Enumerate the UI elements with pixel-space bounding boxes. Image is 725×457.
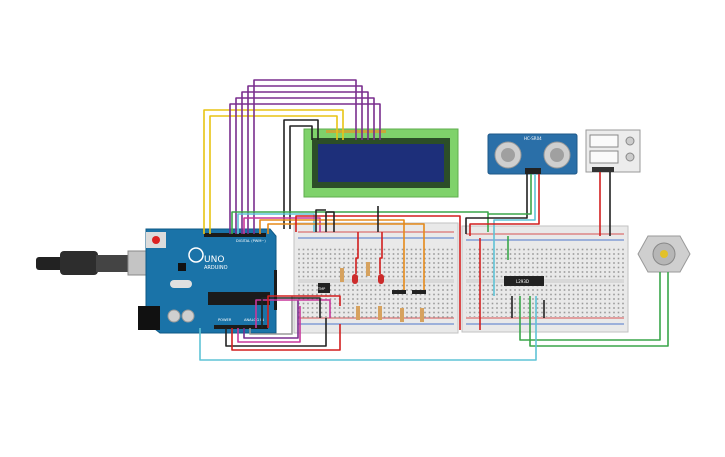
breadboard-left[interactable]	[293, 222, 459, 334]
resistor-4[interactable]	[378, 306, 382, 320]
arduino-uno-board[interactable]: ARDUINO UNO DIGITAL (PWM~) POWER ANALOG …	[138, 228, 277, 334]
dc-motor[interactable]	[637, 235, 691, 273]
breadboard-right[interactable]	[461, 225, 629, 333]
power-jack	[138, 306, 160, 330]
digital-label: DIGITAL (PWM~)	[236, 239, 266, 243]
resistor-5[interactable]	[400, 308, 404, 322]
diode-2[interactable]	[412, 290, 426, 294]
power-label: POWER	[218, 318, 232, 322]
usb-cable[interactable]	[36, 250, 163, 276]
wires	[199, 79, 669, 361]
resistor-2[interactable]	[366, 262, 370, 276]
digital-header[interactable]	[204, 233, 266, 237]
reset-button-cap	[152, 236, 160, 244]
transistor-label: TMP	[317, 287, 325, 291]
motor-shaft-icon	[660, 250, 668, 258]
led-red-2[interactable]	[378, 274, 384, 284]
arduino-model: UNO	[204, 255, 224, 265]
lcd-display[interactable]	[303, 128, 459, 198]
resistor-6[interactable]	[420, 308, 424, 322]
transistor[interactable]: TMP	[317, 283, 330, 293]
atmega-chip	[208, 292, 270, 305]
resistor-3[interactable]	[356, 306, 360, 320]
switch-module[interactable]	[585, 129, 641, 173]
ultrasonic-sensor[interactable]: HC-SR04	[487, 133, 578, 175]
motor-driver-chip[interactable]: L293D	[504, 276, 544, 286]
lcd-screen	[318, 144, 444, 182]
diode-1[interactable]	[392, 290, 406, 294]
arduino-logo-icon	[188, 247, 204, 263]
sensor-label: HC-SR04	[524, 136, 542, 141]
chip-label: L293D	[516, 279, 529, 284]
power-analog-header[interactable]	[214, 325, 268, 329]
led-red-1[interactable]	[352, 274, 358, 284]
analog-label: ANALOG IN	[244, 318, 264, 322]
arduino-brand: ARDUINO	[204, 265, 228, 271]
resistor-1[interactable]	[340, 268, 344, 282]
